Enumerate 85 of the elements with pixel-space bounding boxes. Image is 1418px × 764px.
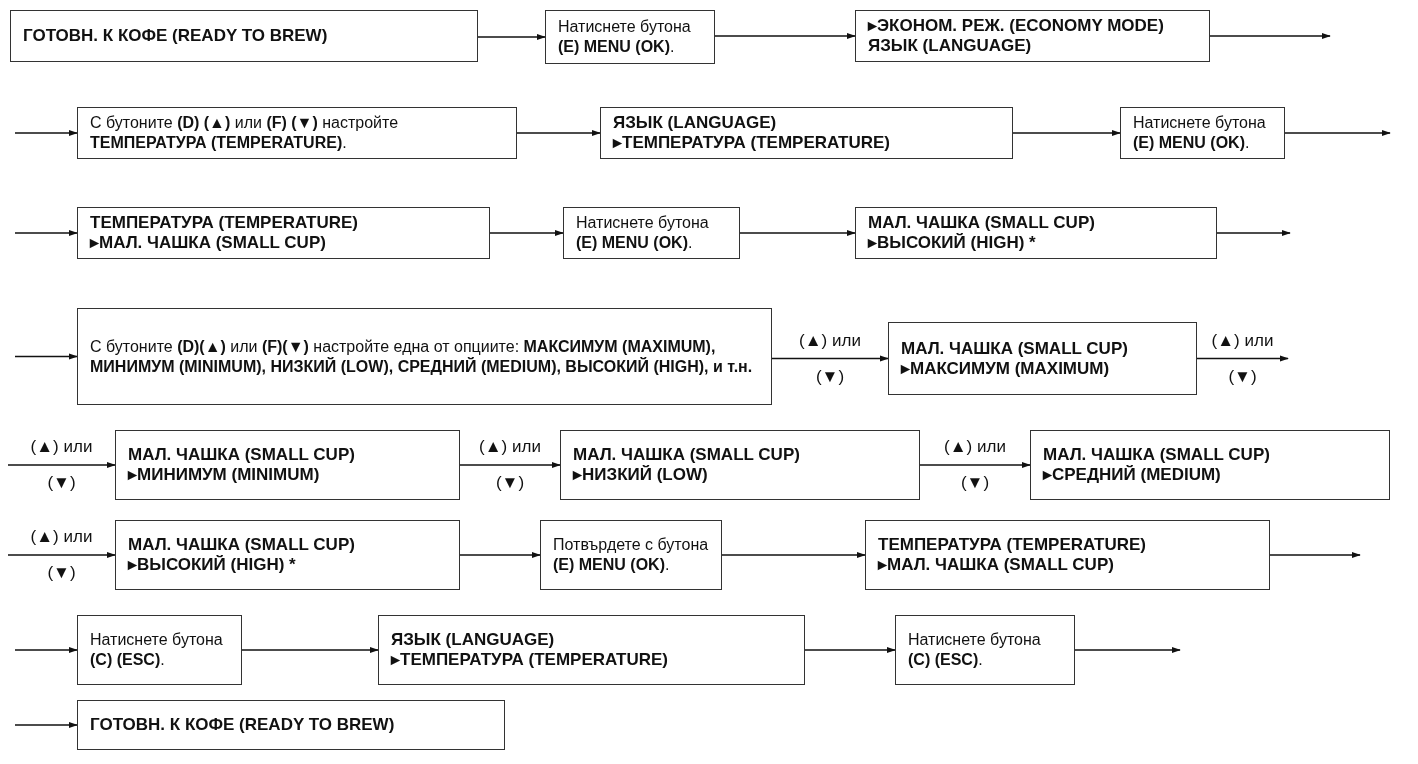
arrow [1284,129,1391,137]
instruction-box [77,308,772,405]
display-screen-box [115,430,460,500]
instruction-box [895,615,1075,685]
display-text: ГОТОВН. К КОФЕ (READY TO BREW) [23,26,329,46]
instruction-box [77,107,517,159]
display-text: МАЛ. ЧАШКА (SMALL CUP) [128,445,356,465]
instruction-box [1120,107,1285,159]
display-text: ▸ТЕМПЕРАТУРА (TEMPERATURE) [391,650,669,670]
arrow [804,646,896,654]
instruction-text: Потвърдете с бутона (E) MENU (OK). [553,535,709,575]
arrow [477,33,546,41]
display-text: ЯЗЫК (LANGUAGE) [613,113,778,133]
arrow [7,551,116,559]
arrow [14,646,78,654]
arrow [714,32,856,40]
arrow [1012,129,1121,137]
display-text: ▸МАЛ. ЧАШКА (SMALL CUP) [90,233,327,253]
display-text: ▸ЭКОНОМ. РЕЖ. (ECONOMY MODE) [868,16,1165,36]
display-text: МАЛ. ЧАШКА (SMALL CUP) [901,338,1129,359]
display-text: ГОТОВН. К КОФЕ (READY TO BREW) [90,715,396,735]
display-screen-box [1030,430,1390,500]
arrow [14,129,78,137]
arrow [489,229,564,237]
edge-label: (▲) или (▼) [29,526,94,584]
arrow [1074,646,1181,654]
arrow [1269,551,1361,559]
display-screen-box [77,207,490,259]
arrow [721,551,866,559]
instruction-text: С бутоните (D)(▲) или (F)(▼) настройте една от опциите: МАКСИМУМ (MAXIMUM), МИНИМУМ (MINIMUM), НИЗКИЙ (LOW), СРЕДНИЙ (MEDIUM), ВЫСОКИЙ (HIGH), и т.н. [90,336,754,377]
display-screen-box [855,10,1210,62]
display-text: ЯЗЫК (LANGUAGE) [868,36,1033,56]
display-text: МАЛ. ЧАШКА (SMALL CUP) [573,445,801,465]
display-screen-box [77,700,505,750]
edge-label: (▲) или (▼) [29,436,94,494]
display-text: МАЛ. ЧАШКА (SMALL CUP) [128,535,356,555]
display-screen-box [560,430,920,500]
display-text: ТЕМПЕРАТУРА (TEMPERATURE) [878,535,1147,555]
edge-label: (▲) или (▼) [798,329,862,388]
edge-label: (▲) или (▼) [1210,329,1275,388]
display-screen-box [888,322,1197,395]
display-text: ▸ТЕМПЕРАТУРА (TEMPERATURE) [613,133,891,153]
instruction-box [545,10,715,64]
arrow [1216,229,1291,237]
display-text: ▸МАКСИМУМ (MAXIMUM) [901,358,1111,379]
instruction-text: Натиснете бутона (C) (ESC). [908,630,1042,670]
instruction-text: Натиснете бутона (E) MENU (OK). [1133,113,1267,153]
arrow [459,551,541,559]
display-screen-box [10,10,478,62]
instruction-text: Натиснете бутона (E) MENU (OK). [558,17,692,57]
instruction-box [77,615,242,685]
display-text: ▸ВЫСОКИЙ (HIGH) * [868,233,1037,253]
arrow [919,461,1031,469]
arrow [1209,32,1331,40]
arrow [771,355,889,362]
arrow [516,129,601,137]
instruction-text: С бутоните (D) (▲) или (F) (▼) настройте ТЕМПЕРАТУРА (TEMPERATURE). [90,113,400,153]
display-text: ▸СРЕДНИЙ (MEDIUM) [1043,465,1222,485]
display-text: ▸ВЫСОКИЙ (HIGH) * [128,555,297,575]
instruction-box [540,520,722,590]
display-screen-box [115,520,460,590]
display-text: ▸НИЗКИЙ (LOW) [573,465,709,485]
arrow [739,229,856,237]
arrow [14,353,78,360]
display-text: ТЕМПЕРАТУРА (TEMPERATURE) [90,213,359,233]
instruction-text: Натиснете бутона (C) (ESC). [90,630,224,670]
arrow [241,646,379,654]
arrow [14,229,78,237]
arrow [14,721,78,729]
instruction-text: Натиснете бутона (E) MENU (OK). [576,213,710,253]
display-screen-box [865,520,1270,590]
display-text: МАЛ. ЧАШКА (SMALL CUP) [868,213,1096,233]
display-text: ▸МАЛ. ЧАШКА (SMALL CUP) [878,555,1115,575]
display-text: МАЛ. ЧАШКА (SMALL CUP) [1043,445,1271,465]
arrow [1196,355,1289,362]
edge-label: (▲) или (▼) [478,436,542,494]
instruction-box [563,207,740,259]
display-text: ЯЗЫК (LANGUAGE) [391,630,556,650]
arrow [7,461,116,469]
edge-label: (▲) или (▼) [943,436,1007,494]
arrow [459,461,561,469]
display-screen-box [855,207,1217,259]
display-screen-box [378,615,805,685]
display-screen-box [600,107,1013,159]
display-text: ▸МИНИМУМ (MINIMUM) [128,465,321,485]
